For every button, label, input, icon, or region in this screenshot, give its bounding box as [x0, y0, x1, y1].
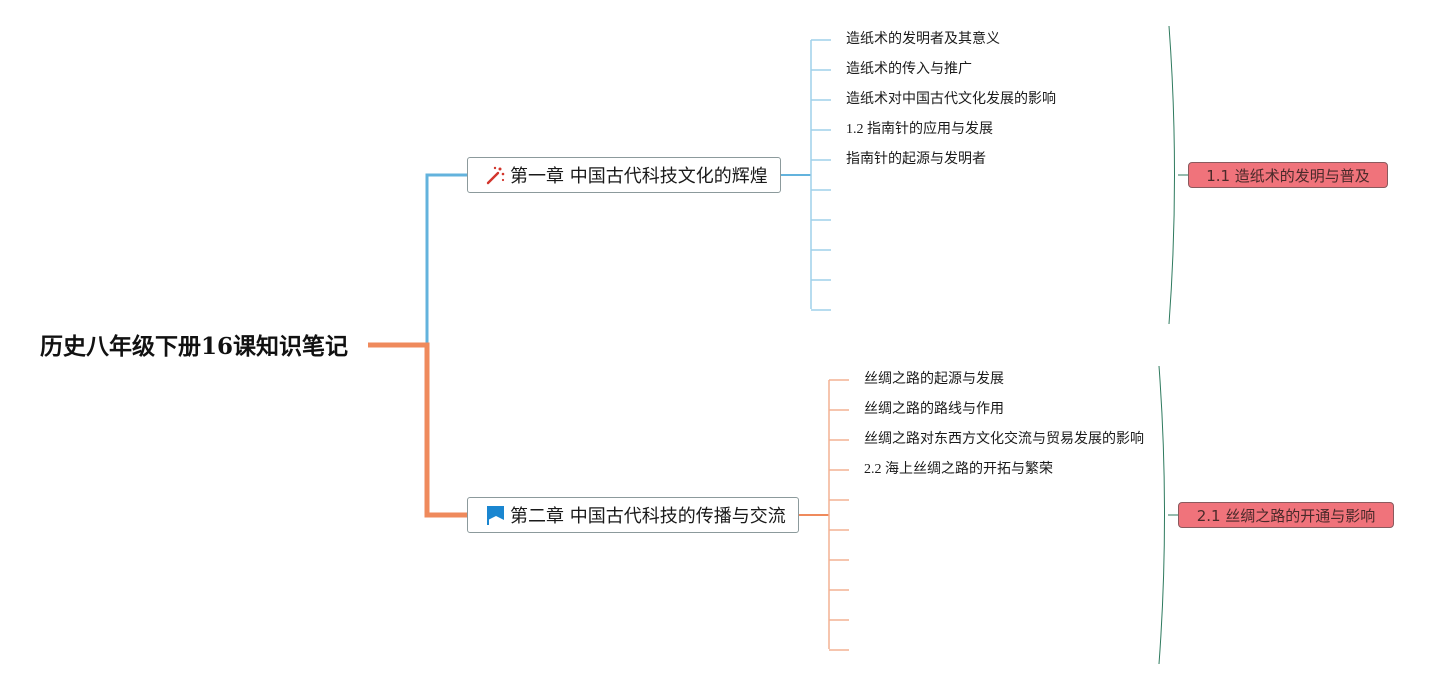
chapter-2-item[interactable]: 丝绸之路的起源与发展 — [864, 372, 1004, 387]
root-connector-chapter-1 — [368, 173, 468, 347]
root-topic-title[interactable]: 历史八年级下册16课知识笔记 — [40, 333, 349, 360]
chapter-2-item[interactable]: 2.2 海上丝绸之路的开拓与繁荣 — [864, 462, 1053, 477]
summary-node-1[interactable]: 1.1 造纸术的发明与普及 — [1188, 162, 1388, 188]
chapter-2-item[interactable]: 丝绸之路的路线与作用 — [864, 402, 1004, 417]
root-connector-chapter-2 — [368, 342, 468, 518]
chapter-1-leaf-ticks — [811, 39, 831, 311]
chapter-1-item[interactable]: 造纸术的发明者及其意义 — [846, 32, 1000, 47]
summary-node-2[interactable]: 2.1 丝绸之路的开通与影响 — [1178, 502, 1394, 528]
magic-wand-icon — [484, 164, 506, 186]
chapter-2-item[interactable]: 丝绸之路对东西方文化交流与贸易发展的影响 — [864, 432, 1144, 447]
chapter-1-item[interactable]: 造纸术的传入与推广 — [846, 62, 972, 77]
summary-brace-2 — [1158, 365, 1180, 665]
chapter-1-label: 第一章 中国古代科技文化的辉煌 — [510, 166, 768, 187]
chapter-2-leaf-ticks — [829, 379, 849, 651]
chapter-1-item[interactable]: 1.2 指南针的应用与发展 — [846, 122, 993, 137]
chapter-1-node[interactable]: 第一章 中国古代科技文化的辉煌 — [467, 157, 781, 193]
chapter-1-item[interactable]: 指南针的起源与发明者 — [846, 152, 986, 167]
chapter-2-label: 第二章 中国古代科技的传播与交流 — [510, 506, 786, 527]
flag-icon — [484, 504, 506, 526]
summary-brace-1 — [1168, 25, 1190, 325]
chapter-1-item[interactable]: 造纸术对中国古代文化发展的影响 — [846, 92, 1056, 107]
chapter-2-node[interactable]: 第二章 中国古代科技的传播与交流 — [467, 497, 799, 533]
